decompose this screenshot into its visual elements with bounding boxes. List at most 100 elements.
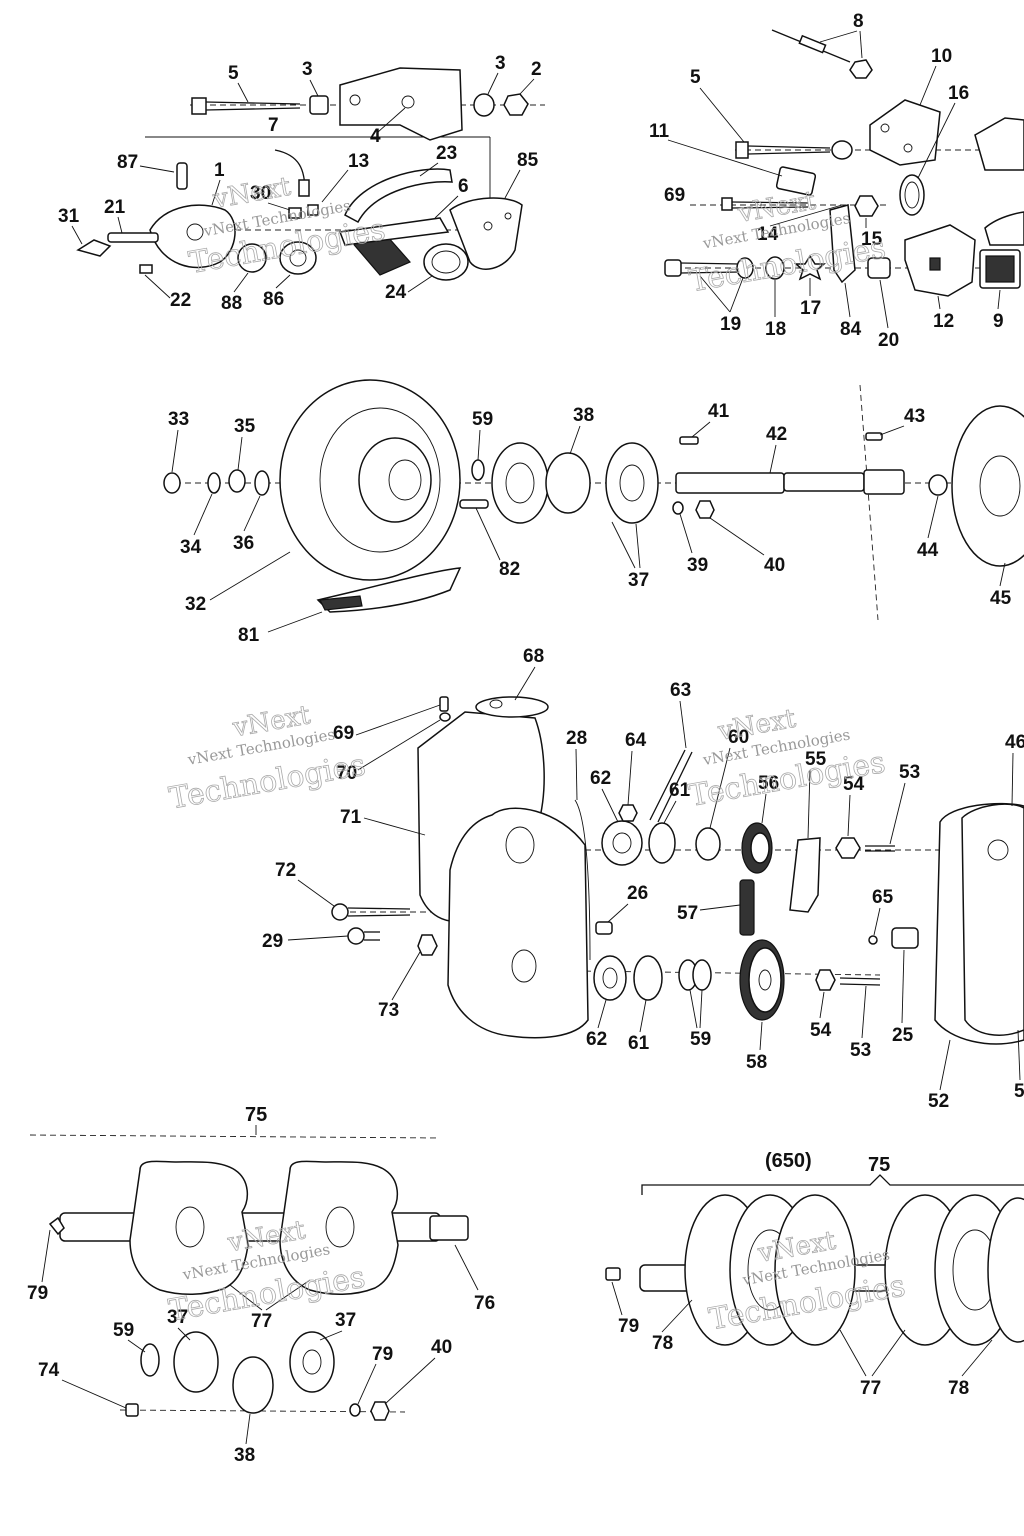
part-label-43: 43 xyxy=(904,406,925,427)
part-label-29: 29 xyxy=(262,931,283,952)
part-label-55: 55 xyxy=(805,749,827,770)
part-label-22: 22 xyxy=(170,290,191,311)
part-label-33: 33 xyxy=(168,409,189,430)
part-label-38: 38 xyxy=(573,405,594,426)
part-label-28: 28 xyxy=(566,728,587,749)
part-label-5: 5 xyxy=(690,67,701,88)
part-label-36: 36 xyxy=(233,533,254,554)
part-label-61: 61 xyxy=(628,1033,650,1054)
part-label-32: 32 xyxy=(185,594,206,615)
part-label-82: 82 xyxy=(499,559,520,580)
part-label-46: 46 xyxy=(1005,732,1024,753)
part-label-61: 61 xyxy=(669,780,691,801)
track-650-label: (650) xyxy=(765,1150,812,1172)
part-label-72: 72 xyxy=(275,860,296,881)
part-label-39: 39 xyxy=(687,555,708,576)
part-label-35: 35 xyxy=(234,416,256,437)
part-label-79: 79 xyxy=(27,1283,48,1304)
part-label-2: 2 xyxy=(531,59,542,80)
part-label-8: 8 xyxy=(853,11,864,32)
part-label-34: 34 xyxy=(180,537,202,558)
part-number-labels: 5 3 3 2 4 7 87 1 13 23 85 6 30 21 31 22 … xyxy=(27,11,1024,1466)
part-label-78: 78 xyxy=(948,1378,969,1399)
part-label-14: 14 xyxy=(757,224,779,245)
part-label-58: 58 xyxy=(746,1052,767,1073)
part-label-19: 19 xyxy=(720,314,741,335)
part-label-53: 53 xyxy=(850,1040,871,1061)
part-label-26: 26 xyxy=(627,883,648,904)
part-label-1: 1 xyxy=(214,160,225,181)
part-label-71: 71 xyxy=(340,807,362,828)
part-label-53: 53 xyxy=(899,762,920,783)
part-label-54: 54 xyxy=(810,1020,832,1041)
watermark-4: vNext vNext Technologies Technologies xyxy=(686,703,888,814)
part-label-59: 59 xyxy=(113,1320,134,1341)
brake-caliper-section xyxy=(664,29,1024,297)
part-label-65: 65 xyxy=(872,887,894,908)
part-label-24: 24 xyxy=(385,282,407,303)
part-label-17: 17 xyxy=(800,298,821,319)
part-label-44: 44 xyxy=(917,540,939,561)
part-label-57: 57 xyxy=(677,903,698,924)
part-label-25: 25 xyxy=(892,1025,914,1046)
part-label-10: 10 xyxy=(931,46,952,67)
brake-bracket-section xyxy=(76,67,545,281)
part-label-30: 30 xyxy=(250,183,271,204)
part-label-18: 18 xyxy=(765,319,786,340)
part-label-16: 16 xyxy=(948,83,969,104)
part-label-31: 31 xyxy=(58,206,80,227)
part-label-74: 74 xyxy=(38,1360,60,1381)
part-label-15: 15 xyxy=(861,229,883,250)
part-label-5: 5 xyxy=(1014,1081,1024,1102)
part-label-76: 76 xyxy=(474,1293,495,1314)
part-label-3: 3 xyxy=(302,59,313,80)
drive-shaft-section xyxy=(163,379,1024,621)
part-label-62: 62 xyxy=(586,1029,607,1050)
part-label-87: 87 xyxy=(117,152,138,173)
part-label-77: 77 xyxy=(860,1378,881,1399)
part-label-42: 42 xyxy=(766,424,787,445)
part-label-37: 37 xyxy=(335,1310,356,1331)
part-label-56: 56 xyxy=(758,773,779,794)
track-axle-650-section xyxy=(605,1174,1024,1346)
part-label-69: 69 xyxy=(664,185,685,206)
part-label-79: 79 xyxy=(618,1316,639,1337)
part-label-77: 77 xyxy=(251,1311,272,1332)
part-label-85: 85 xyxy=(517,150,539,171)
part-label-62: 62 xyxy=(590,768,611,789)
part-label-64: 64 xyxy=(625,730,647,751)
part-label-41: 41 xyxy=(708,401,730,422)
watermark-3: vNext vNext Technologies Technologies xyxy=(166,700,368,817)
part-label-70: 70 xyxy=(336,763,357,784)
part-label-88: 88 xyxy=(221,293,242,314)
part-label-60: 60 xyxy=(728,727,749,748)
watermark-2: vNext vNext Technologies Technologies xyxy=(686,185,888,299)
part-label-68: 68 xyxy=(523,646,544,667)
part-label-37: 37 xyxy=(628,570,649,591)
part-label-37: 37 xyxy=(167,1307,188,1328)
part-label-45: 45 xyxy=(990,588,1012,609)
part-label-59: 59 xyxy=(690,1029,711,1050)
part-label-5: 5 xyxy=(228,63,239,84)
track-assembly-label: 75 xyxy=(245,1104,267,1126)
part-label-52: 52 xyxy=(928,1091,949,1112)
part-label-23: 23 xyxy=(436,143,457,164)
part-label-11: 11 xyxy=(649,121,670,142)
part-label-7: 7 xyxy=(268,115,279,136)
part-label-79: 79 xyxy=(372,1344,393,1365)
part-label-12: 12 xyxy=(933,311,954,332)
part-label-21: 21 xyxy=(104,197,126,218)
track-650-number: 75 xyxy=(868,1154,890,1176)
part-label-81: 81 xyxy=(238,625,260,646)
part-label-54: 54 xyxy=(843,774,865,795)
part-label-86: 86 xyxy=(263,289,284,310)
part-label-3: 3 xyxy=(495,53,506,74)
part-label-13: 13 xyxy=(348,151,369,172)
part-label-69: 69 xyxy=(333,723,354,744)
part-label-59: 59 xyxy=(472,409,493,430)
part-label-38: 38 xyxy=(234,1445,255,1466)
part-label-63: 63 xyxy=(670,680,691,701)
part-label-6: 6 xyxy=(458,176,469,197)
part-label-40: 40 xyxy=(431,1337,452,1358)
